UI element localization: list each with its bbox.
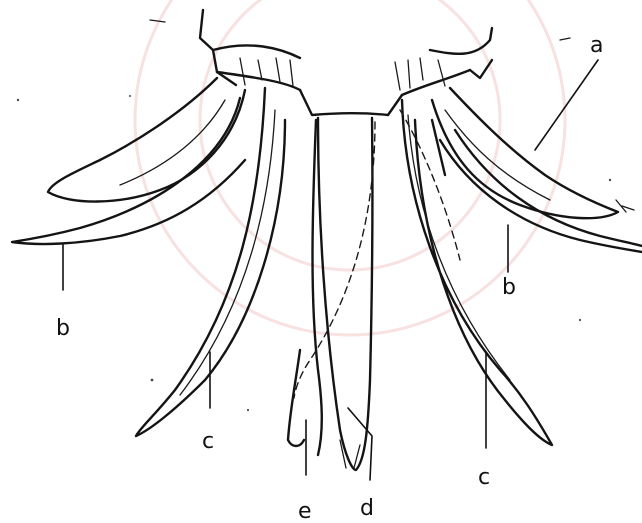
label-a: a [590,33,603,58]
speck [129,95,131,97]
speck [247,409,249,411]
seta-e [288,110,460,455]
label-d: d [360,496,374,521]
base-strokes [150,20,570,40]
seta-a-midrib [445,110,550,200]
seta-b-right [432,120,642,252]
label-b-left: b [56,316,70,341]
base-right-hatching [395,58,445,90]
speck [151,379,154,382]
speck [609,179,611,181]
seta-e-outer [313,120,322,455]
seta-c-right-outline [402,100,552,445]
seta-e-dashed-ridge [294,122,375,398]
seta-c-right [402,100,552,445]
seta-e-lower-blade [288,350,304,446]
seta-a-outline [432,88,618,218]
seta-a-tip-marks [616,200,634,212]
labels: a b b c c d e [56,33,603,523]
seta-d-outline [318,118,372,470]
base-center-notch [300,90,402,115]
label-b-right: b [502,275,516,300]
base-right-inner [402,70,470,95]
base-left-rim [213,45,300,58]
seta-d [318,118,372,470]
base-left-hatching [240,58,293,86]
label-e: e [298,499,312,523]
label-c-left: c [202,429,214,454]
speck [17,99,19,101]
label-c-right: c [478,465,490,490]
leader-a [535,60,598,150]
watermark-inner-ring [200,0,500,270]
speck [579,319,581,321]
seta-a [432,88,634,218]
